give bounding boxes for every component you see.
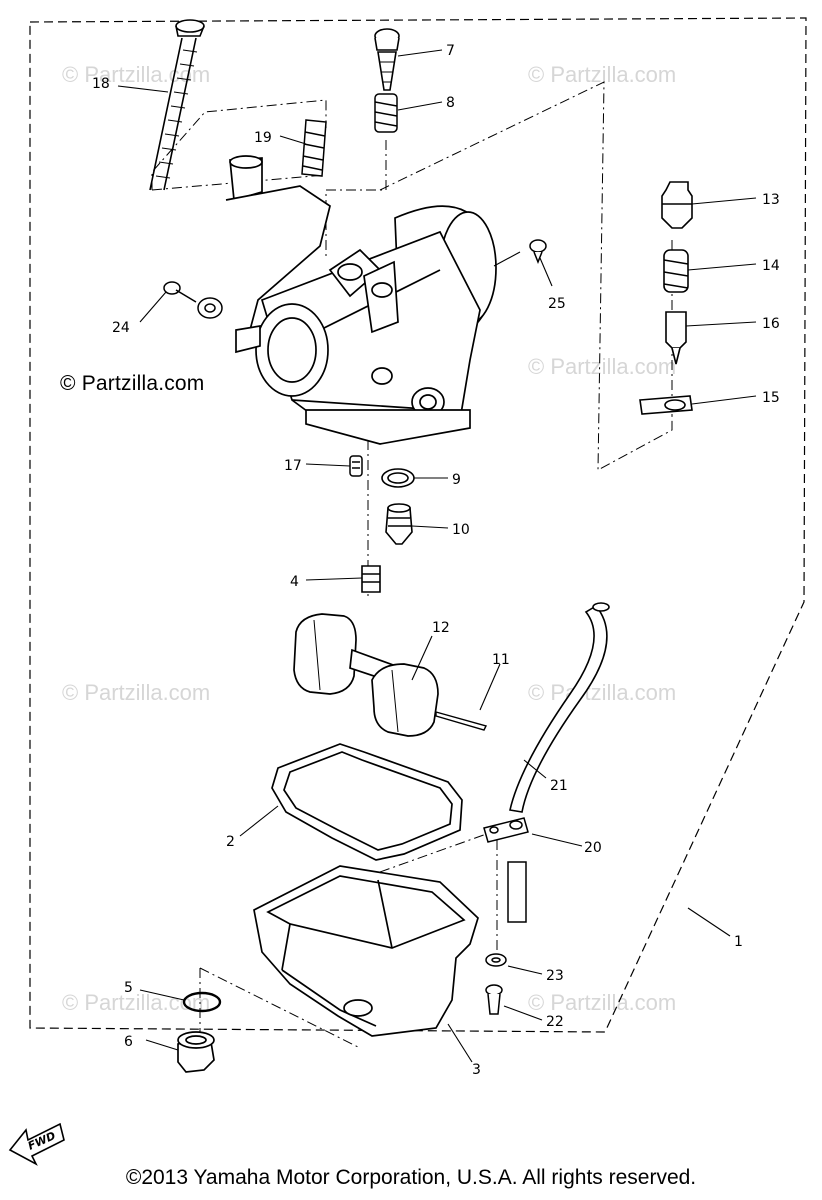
callout-25: 25 — [548, 296, 566, 312]
callout-22: 22 — [546, 1014, 564, 1030]
watermark: © Partzilla.com — [62, 680, 210, 705]
watermark: © Partzilla.com — [62, 62, 210, 87]
callout-2: 2 — [226, 834, 235, 850]
callout-12: 12 — [432, 620, 450, 636]
leader-lines — [117, 49, 757, 1063]
washer-part-23 — [485, 953, 507, 967]
callout-21: 21 — [550, 778, 568, 794]
watermark-primary: © Partzilla.com — [60, 372, 205, 395]
assembly-boundary — [29, 17, 807, 1033]
callout-3: 3 — [472, 1062, 481, 1078]
callout-16: 16 — [762, 316, 780, 332]
callout-labels: 18 7 8 19 13 14 16 15 24 25 17 9 10 4 12… — [92, 43, 780, 1078]
callout-1: 1 — [734, 934, 743, 950]
plate-part-20 — [483, 817, 529, 923]
callout-14: 14 — [762, 258, 780, 274]
callout-20: 20 — [584, 840, 602, 856]
callout-11: 11 — [492, 652, 510, 668]
callout-7: 7 — [446, 43, 455, 59]
screw-part-22 — [485, 984, 503, 1015]
o-ring-part-9 — [381, 468, 415, 488]
watermark: © Partzilla.com — [528, 680, 676, 705]
watermark: © Partzilla.com — [528, 354, 676, 379]
o-ring-part-5 — [182, 991, 222, 1013]
jet-part-10 — [385, 503, 413, 545]
callout-19: 19 — [254, 130, 272, 146]
forward-arrow-icon: FWD — [8, 1122, 65, 1166]
carburetor-body — [225, 155, 497, 445]
watermark: © Partzilla.com — [528, 990, 676, 1015]
spring-part-19 — [301, 119, 327, 177]
callout-10: 10 — [452, 522, 470, 538]
copyright-notice: ©2013 Yamaha Motor Corporation, U.S.A. A… — [125, 1166, 697, 1189]
callout-24: 24 — [112, 320, 130, 336]
callout-15: 15 — [762, 390, 780, 406]
plug-part-6 — [177, 1031, 215, 1073]
callout-6: 6 — [124, 1034, 133, 1050]
screw-part-7 — [374, 28, 400, 91]
callout-18: 18 — [92, 76, 110, 92]
watermark: © Partzilla.com — [62, 990, 210, 1015]
jet-part-4 — [361, 565, 381, 593]
screw-part-18 — [149, 19, 205, 191]
float-part-12 — [293, 613, 439, 737]
callout-8: 8 — [446, 95, 455, 111]
callout-5: 5 — [124, 980, 133, 996]
callout-17: 17 — [284, 458, 302, 474]
tube-part-21 — [509, 602, 610, 813]
callout-23: 23 — [546, 968, 564, 984]
jet-part-17 — [349, 455, 363, 477]
callout-4: 4 — [290, 574, 299, 590]
callout-9: 9 — [452, 472, 461, 488]
needle-valve-assembly — [639, 181, 693, 415]
watermark-layer: © Partzilla.com © Partzilla.com © Partzi… — [62, 62, 676, 1015]
float-bowl-part-3 — [253, 865, 479, 1037]
spring-part-8 — [374, 93, 398, 133]
callout-13: 13 — [762, 192, 780, 208]
bolt-part-24 — [163, 281, 223, 319]
screw-part-25 — [529, 239, 547, 265]
needle-part-11 — [435, 711, 488, 731]
gasket-part-2 — [271, 743, 463, 861]
